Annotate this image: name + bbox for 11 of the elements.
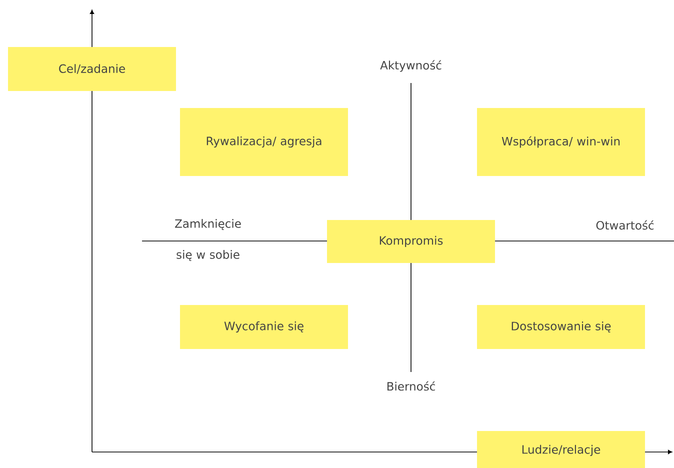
axis-label: Otwartość [596,220,654,230]
label-box: Dostosowanie się [477,305,645,349]
label-box: Wycofanie się [180,305,348,349]
axis-label: Bierność [387,381,435,391]
axis-label: Aktywność [380,60,442,72]
label-box: Współpraca/ win-win [477,108,645,176]
label-box: Cel/zadanie [8,47,176,91]
label-box: Rywalizacja/ agresja [180,108,348,176]
label-box: Kompromis [327,220,495,263]
label-box: Ludzie/relacje [477,431,645,468]
axis-label: Zamknięcie się w sobie [175,219,241,261]
